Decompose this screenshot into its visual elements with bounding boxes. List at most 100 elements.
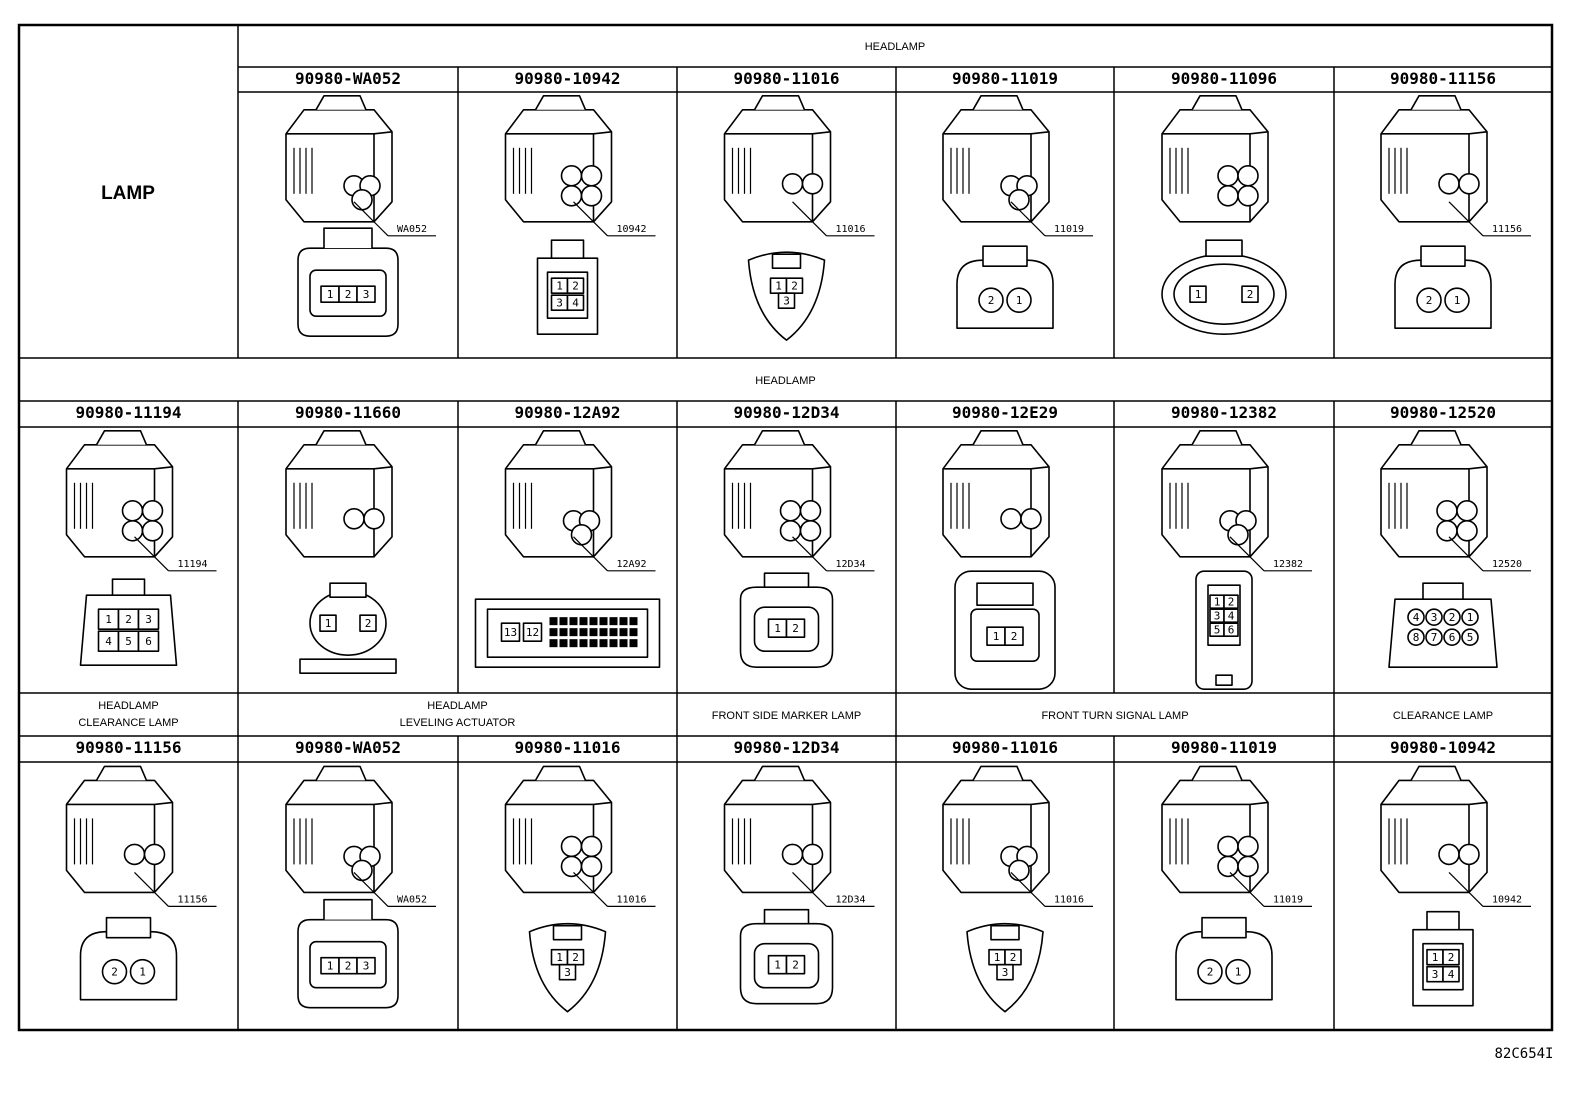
pin-cell [522, 622, 543, 642]
pin-number: 2 [1207, 966, 1214, 979]
group-label: CLEARANCE LAMP [1393, 710, 1493, 722]
cavity-circle [1458, 843, 1480, 866]
pin-number: 1 [556, 951, 563, 964]
pin-number: 4 [1413, 611, 1420, 624]
latch-outline [315, 765, 367, 781]
pin-number: 6 [1449, 631, 1456, 644]
pin-cell [1189, 285, 1207, 303]
cavity-circle [343, 507, 365, 530]
cavity-circle [779, 519, 802, 542]
face-latch [1426, 910, 1460, 931]
latch-outline [1191, 430, 1243, 446]
contact-cell [599, 617, 608, 626]
pin-circle [101, 958, 128, 985]
pin-circle [1425, 608, 1443, 626]
face-inner [309, 940, 387, 989]
pin-cell [356, 285, 376, 303]
pin-number: 7 [1431, 631, 1438, 644]
latch-outline [534, 765, 587, 781]
pin-number: 2 [345, 288, 352, 301]
group-label: LEVELING ACTUATOR [400, 717, 516, 729]
contact-cell [589, 617, 598, 626]
face-latch [982, 245, 1028, 267]
callout-label: 12D34 [835, 559, 865, 570]
cavity-circle [1436, 499, 1458, 522]
leader-line [1010, 201, 1046, 237]
part-number: 90980-11156 [76, 738, 182, 757]
face-outline [956, 259, 1054, 329]
pin-number: 1 [774, 959, 781, 972]
callout-label: 12382 [1273, 559, 1303, 570]
pin-number: 3 [783, 295, 790, 308]
latch-outline [1410, 765, 1462, 781]
callout-label: 11019 [1273, 894, 1303, 905]
pin-number: 2 [1448, 951, 1455, 964]
cavity-circle [121, 519, 144, 542]
latch-outline [95, 430, 148, 446]
face-inner [1207, 584, 1241, 646]
leader-line [134, 536, 169, 572]
leader-line [792, 871, 827, 907]
pin-circle [129, 958, 156, 985]
latch-outline [315, 430, 367, 446]
face-outline [1388, 598, 1498, 668]
cavity-circle [580, 165, 603, 187]
pin-number: 2 [988, 294, 995, 307]
cavity-circle [363, 507, 385, 530]
cavity-circle [801, 173, 824, 195]
callout-label: 11019 [1054, 224, 1084, 235]
contact-cell [549, 639, 558, 648]
face-inner [1422, 942, 1464, 991]
face-latch [552, 924, 583, 941]
pin-cell [785, 954, 806, 975]
group-label: FRONT SIDE MARKER LAMP [712, 710, 862, 722]
latch-outline [534, 95, 587, 111]
cavity-circle [799, 519, 822, 542]
callout-label: 10942 [1492, 894, 1522, 905]
lamp-label: LAMP [101, 183, 155, 204]
leader-line [1448, 871, 1484, 907]
cavity-circle [1456, 499, 1478, 522]
pin-number: 12 [526, 626, 539, 639]
pin-number: 2 [345, 960, 352, 973]
face-latch [763, 572, 810, 588]
part-number: 90980-10942 [515, 69, 621, 88]
part-number: 90980-WA052 [295, 69, 401, 88]
pin-circle [1461, 608, 1479, 626]
pin-number: 1 [994, 951, 1001, 964]
pin-number: 5 [125, 635, 132, 648]
row1-header: HEADLAMP [865, 41, 926, 53]
latch-outline [1191, 765, 1243, 781]
callout-label: 11016 [835, 224, 865, 235]
face-inner [546, 271, 589, 319]
part-number: 90980-11660 [295, 403, 401, 422]
latch-outline [753, 430, 806, 446]
pin-cell [1223, 608, 1239, 623]
contact-cell [619, 628, 628, 637]
pin-circle [1197, 958, 1223, 985]
pin-cell [1442, 965, 1460, 983]
cavity-circle [123, 843, 146, 866]
pin-cell [1223, 622, 1239, 637]
latch-outline [534, 430, 587, 446]
pin-number: 1 [139, 966, 146, 979]
cavity-circle [1237, 185, 1259, 207]
pin-number: 1 [327, 288, 334, 301]
pin-number: 1 [1432, 951, 1439, 964]
face-inner [970, 608, 1040, 662]
leader-line [1448, 201, 1484, 237]
leader-line [353, 201, 389, 237]
pin-cell [359, 614, 377, 632]
pin-circle [1444, 287, 1470, 313]
pin-number: 2 [791, 280, 798, 293]
cavity-circle [1000, 507, 1022, 530]
cavity-circle [1237, 835, 1259, 858]
face-outline [1175, 930, 1273, 1001]
face-latch [763, 908, 810, 925]
housing-outline [65, 779, 174, 894]
